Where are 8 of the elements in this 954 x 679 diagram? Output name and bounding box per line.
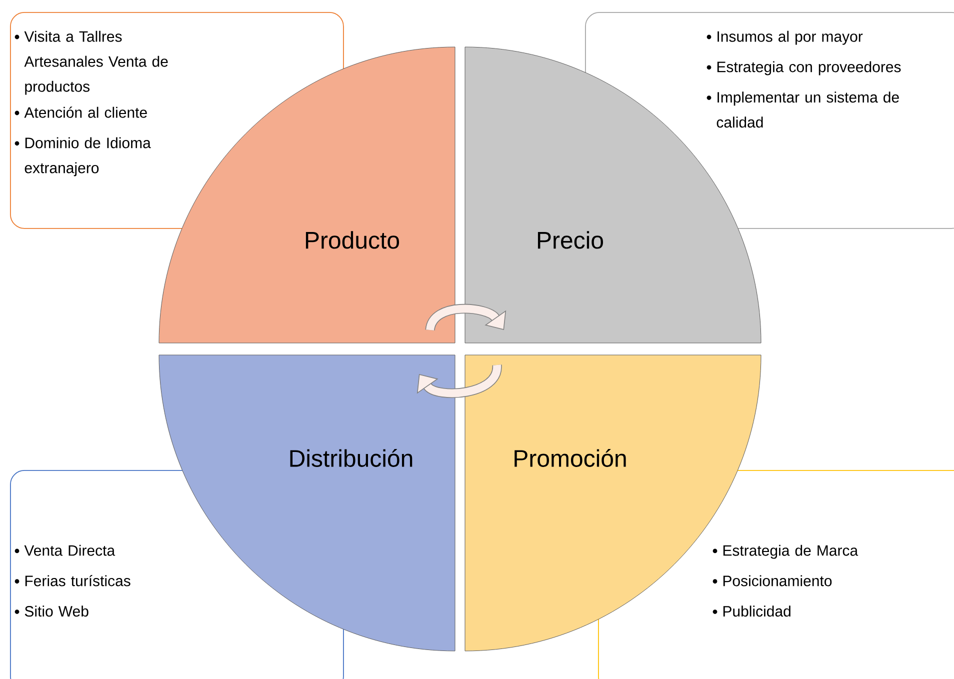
curved-arrow: [425, 304, 506, 332]
bullet-item: Insumos al por mayor: [706, 30, 863, 45]
bullet-item: Dominio de Idioma extranajero: [14, 137, 151, 176]
bullet-item: Ferias turísticas: [14, 575, 130, 586]
bullet-item: Sitio Web: [14, 606, 88, 617]
bullet-item: Atención al cliente: [14, 106, 147, 118]
bullet-item: Venta Directa: [14, 544, 116, 556]
curved-arrow: [416, 364, 502, 398]
